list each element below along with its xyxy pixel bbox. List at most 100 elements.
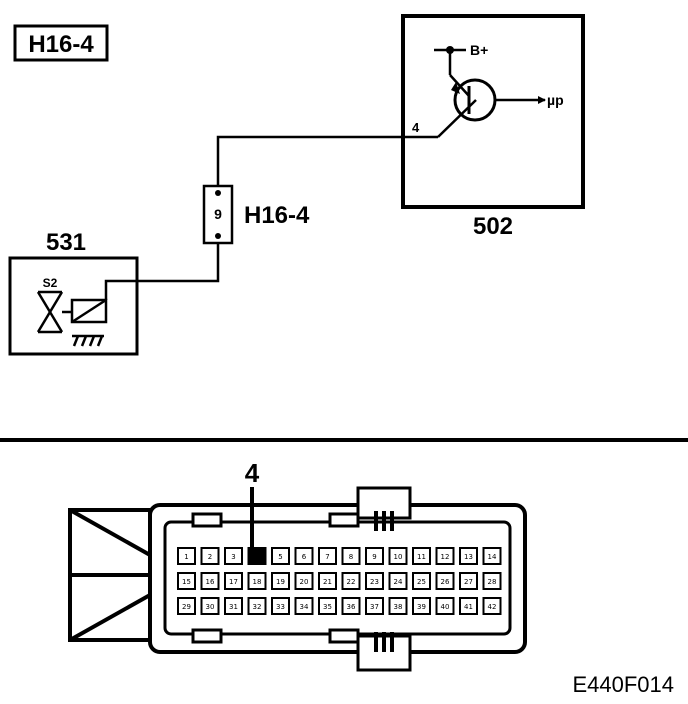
connector-pin: 30 <box>200 597 220 615</box>
connector-pin-number: 41 <box>464 603 473 611</box>
connector-pin-number: 6 <box>302 553 307 561</box>
connector-pin-number: 24 <box>394 578 403 586</box>
connector-pin-number: 26 <box>441 578 450 586</box>
connector-pin: 25 <box>412 572 431 590</box>
title-label: H16-4 <box>28 31 94 58</box>
connector-pin: 26 <box>435 572 455 590</box>
connector-pin: 12 <box>435 547 455 565</box>
connector-pin-number: 27 <box>464 578 473 586</box>
connector-pin: 24 <box>388 572 408 590</box>
connector-pin-number: 35 <box>323 603 332 611</box>
wire <box>135 135 405 283</box>
connector-pin: 20 <box>294 572 314 590</box>
connector-pin: 2 <box>200 547 220 565</box>
connector-pin-number: 15 <box>182 578 191 586</box>
valve-icon <box>36 279 135 347</box>
connector-pin-number: 12 <box>441 553 450 561</box>
connector-pin-number: 28 <box>488 578 497 586</box>
ecu-pin-4-label: 4 <box>412 120 420 135</box>
connector-pin-number: 17 <box>229 578 238 586</box>
connector-pin-number: 21 <box>323 578 332 586</box>
connector-pin-number: 36 <box>347 603 356 611</box>
connector-pin: 9 <box>365 547 384 565</box>
connector-pin-number: 23 <box>370 578 379 586</box>
connector-pin: 10 <box>388 547 408 565</box>
connector-pin-number: 29 <box>182 603 191 611</box>
connector-pin: 11 <box>412 547 431 565</box>
connector-pin: 3 <box>224 547 243 565</box>
connector-pin-number: 25 <box>417 578 426 586</box>
connector-pin-number: 11 <box>417 553 426 561</box>
connector-pin: 21 <box>318 572 337 590</box>
signal-label: µp <box>547 92 564 108</box>
connector-pin: 42 <box>482 597 502 615</box>
pedal-switch-label: 531 <box>46 229 86 256</box>
title-box: H16-4 <box>13 24 109 62</box>
connector-pin-number: 37 <box>370 603 379 611</box>
connector-pin: 19 <box>271 572 290 590</box>
connector-pin: 41 <box>459 597 478 615</box>
connector-pin: 18 <box>247 572 267 590</box>
connector-pin: 14 <box>482 547 502 565</box>
connector-pin-number: 18 <box>253 578 262 586</box>
connector-pin: 29 <box>177 597 196 615</box>
connector-pin-number: 2 <box>208 553 212 561</box>
connector-pin: 36 <box>341 597 361 615</box>
connector-pin: 5 <box>271 547 290 565</box>
connector-pin-number: 42 <box>488 603 497 611</box>
connector-pin: 16 <box>200 572 220 590</box>
connector-pin: 17 <box>224 572 243 590</box>
connector-pin: 1 <box>177 547 196 565</box>
ecu-502-label: 502 <box>473 213 513 240</box>
connector-pin <box>247 547 267 565</box>
connector-pin-number: 32 <box>253 603 262 611</box>
connector-pin-number: 38 <box>394 603 403 611</box>
connector-pin-number: 31 <box>229 603 238 611</box>
connector-pin-number: 22 <box>347 578 356 586</box>
switch-label: S2 <box>43 276 58 290</box>
connector-pin-number: 7 <box>325 553 329 561</box>
connector-pin: 35 <box>318 597 337 615</box>
connector-pin-number: 33 <box>276 603 285 611</box>
connector-pin: 39 <box>412 597 431 615</box>
connector-pin: 31 <box>224 597 243 615</box>
figure-code: E440F014 <box>572 672 674 697</box>
connector-pin-number: 1 <box>184 553 188 561</box>
connector-pin-number: 40 <box>441 603 450 611</box>
connector-pin-number: 8 <box>349 553 353 561</box>
connector-pin-number: 3 <box>231 553 235 561</box>
connector-pin: 23 <box>365 572 384 590</box>
connector-pin: 37 <box>365 597 384 615</box>
connector-pin: 15 <box>177 572 196 590</box>
connector-pin: 6 <box>294 547 314 565</box>
connector-pin-number: 5 <box>278 553 282 561</box>
connector-pin-number: 16 <box>206 578 215 586</box>
connector-pin: 22 <box>341 572 361 590</box>
ecu-502: 502 4 B+ µp <box>401 14 585 240</box>
connector-pin: 32 <box>247 597 267 615</box>
connector-label: H16-4 <box>244 202 310 229</box>
connector-pin: 38 <box>388 597 408 615</box>
connector-pin-number: 10 <box>394 553 403 561</box>
connector-pin: 34 <box>294 597 314 615</box>
connector-pin-number: 34 <box>300 603 309 611</box>
connector-h16-4: 9 H16-4 <box>202 184 310 245</box>
connector-pin-number: 30 <box>206 603 215 611</box>
connector-pin-number: 14 <box>488 553 497 561</box>
connector-pin: 13 <box>459 547 478 565</box>
connector-pin-number: 19 <box>276 578 285 586</box>
pedal-switch-531: 531 S2 <box>8 229 139 356</box>
connector-pin: 33 <box>271 597 290 615</box>
connector-pin: 40 <box>435 597 455 615</box>
connector-pin: 27 <box>459 572 478 590</box>
supply-label: B+ <box>470 42 488 58</box>
connector-pin-label: 9 <box>214 206 222 222</box>
connector-pin-number: 13 <box>464 553 473 561</box>
connector-pin: 7 <box>318 547 337 565</box>
connector-pin: 28 <box>482 572 502 590</box>
connector-pin-number: 20 <box>300 578 309 586</box>
connector-pin-number: 9 <box>372 553 376 561</box>
